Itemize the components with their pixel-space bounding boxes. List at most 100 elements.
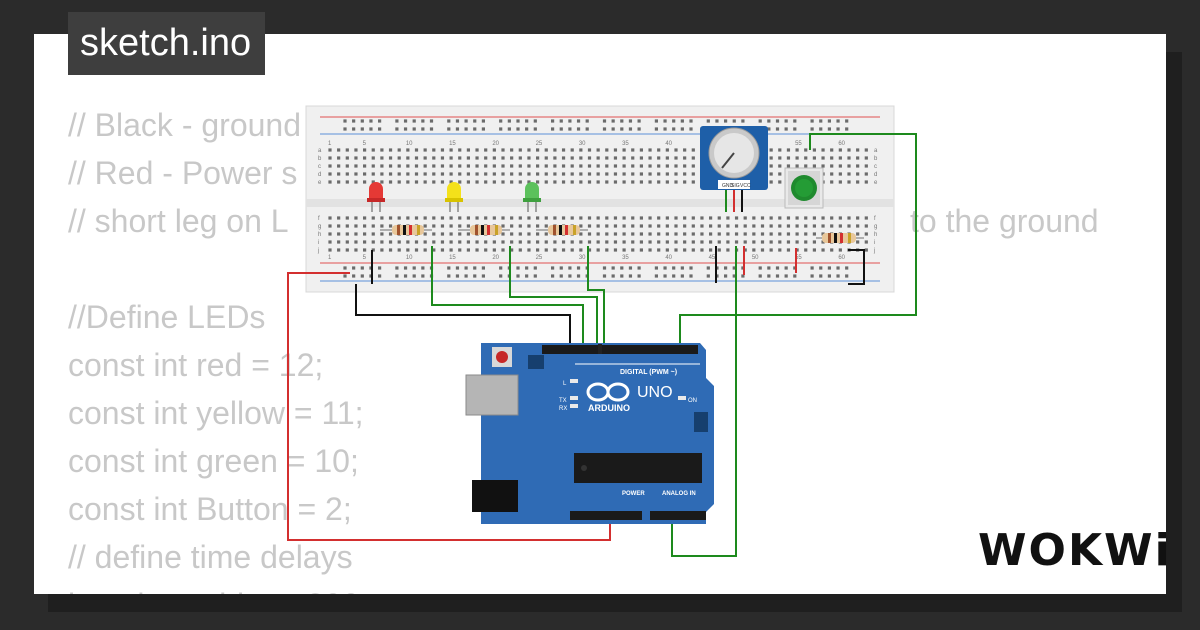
breadboard-hole — [631, 156, 635, 160]
file-tab[interactable]: sketch.ino — [68, 12, 266, 75]
breadboard-hole — [388, 148, 393, 152]
push-button[interactable] — [784, 167, 824, 209]
atmega-chip — [574, 453, 702, 483]
led-yellow[interactable] — [445, 182, 463, 212]
arduino-uno[interactable]: DIGITAL (PWM ~) UNO ARDUINO L TX RX ON P… — [465, 343, 714, 524]
breadboard-hole — [732, 274, 736, 278]
breadboard-hole — [518, 164, 522, 168]
breadboard-hole — [778, 172, 782, 176]
breadboard-hole — [570, 248, 574, 252]
breadboard-hole — [423, 216, 427, 220]
row-letter: h — [874, 232, 877, 238]
breadboard-hole — [440, 180, 445, 184]
breadboard-hole — [388, 216, 393, 220]
breadboard-hole — [758, 274, 762, 278]
breadboard-hole — [440, 232, 445, 236]
breadboard-hole — [620, 266, 624, 270]
board-brand: ARDUINO — [588, 403, 630, 413]
breadboard-hole — [328, 240, 332, 244]
breadboard-hole — [700, 248, 704, 252]
breadboard-hole — [689, 127, 693, 131]
breadboard-hole — [847, 164, 851, 168]
breadboard-hole — [830, 216, 834, 220]
breadboard-hole — [769, 164, 773, 168]
breadboard-hole — [423, 148, 427, 152]
breadboard-hole — [752, 224, 756, 228]
breadboard-hole — [414, 172, 419, 176]
breadboard-hole — [343, 119, 347, 123]
wokwi-logo[interactable]: WOKWi — [978, 525, 1172, 576]
breadboard-hole — [360, 274, 364, 278]
breadboard-hole — [388, 232, 393, 236]
breadboard-hole — [795, 248, 799, 252]
breadboard-hole — [466, 224, 470, 228]
breadboard-hole — [544, 216, 548, 220]
breadboard-hole — [622, 156, 626, 160]
code-line: // short leg on L — [68, 203, 289, 239]
breadboard-hole — [579, 172, 583, 176]
breadboard-hole — [352, 127, 356, 131]
breadboard-hole — [706, 266, 710, 270]
breadboard-hole — [804, 164, 808, 168]
breadboard-hole — [466, 164, 470, 168]
breadboard-hole — [691, 148, 695, 152]
led-green[interactable] — [523, 182, 541, 212]
potentiometer[interactable]: GND SIG VCC — [700, 126, 768, 212]
breadboard-hole — [639, 224, 643, 228]
resistor-4[interactable] — [816, 233, 864, 243]
breadboard-hole — [812, 240, 816, 244]
breadboard-hole — [553, 156, 557, 160]
breadboard-hole — [864, 216, 868, 220]
breadboard-hole — [369, 119, 373, 123]
breadboard-hole — [510, 248, 514, 252]
breadboard-hole — [501, 240, 505, 244]
breadboard-hole — [804, 248, 808, 252]
column-number: 1 — [328, 141, 332, 147]
row-letter: j — [317, 248, 319, 254]
breadboard-hole — [726, 224, 730, 228]
breadboard-hole — [795, 216, 799, 220]
breadboard-hole — [343, 127, 347, 131]
breadboard-hole — [784, 274, 788, 278]
breadboard-hole — [845, 119, 849, 123]
breadboard-hole — [674, 240, 678, 244]
breadboard-hole — [481, 119, 485, 123]
breadboard-hole — [328, 148, 332, 152]
breadboard-hole — [501, 248, 505, 252]
breadboard-hole — [345, 172, 349, 176]
breadboard-hole — [395, 119, 399, 123]
breadboard-hole — [674, 232, 678, 236]
breadboard-hole — [680, 266, 684, 270]
column-number: 60 — [838, 255, 845, 261]
breadboard-hole — [631, 240, 635, 244]
resistor-3[interactable] — [536, 225, 588, 235]
wires — [287, 133, 917, 557]
breadboard-hole — [455, 266, 460, 270]
breadboard-hole — [380, 240, 384, 244]
pot-pin-sig: SIG — [731, 183, 740, 189]
breadboard-hole — [518, 232, 522, 236]
breadboard-hole — [784, 266, 788, 270]
column-number: 20 — [492, 255, 499, 261]
breadboard-hole — [475, 216, 479, 220]
breadboard-hole — [795, 156, 799, 160]
breadboard-hole — [743, 216, 747, 220]
breadboard-hole — [473, 127, 477, 131]
breadboard-hole — [709, 224, 713, 228]
led-red[interactable] — [367, 182, 385, 212]
breadboard-hole — [743, 248, 747, 252]
breadboard-hole — [821, 216, 825, 220]
breadboard-hole — [605, 180, 609, 184]
breadboard-hole — [412, 266, 416, 270]
breadboard-hole — [449, 216, 453, 220]
code-line: long int redd 300 — [68, 581, 364, 594]
resistor-2[interactable] — [458, 225, 510, 235]
breadboard-hole — [715, 119, 719, 123]
resistor-1[interactable] — [380, 225, 432, 235]
breadboard-hole — [663, 266, 667, 270]
breadboard-hole — [657, 156, 661, 160]
breadboard-hole — [501, 180, 505, 184]
breadboard-hole — [518, 148, 522, 152]
breadboard-hole — [743, 240, 747, 244]
breadboard-hole — [363, 180, 367, 184]
